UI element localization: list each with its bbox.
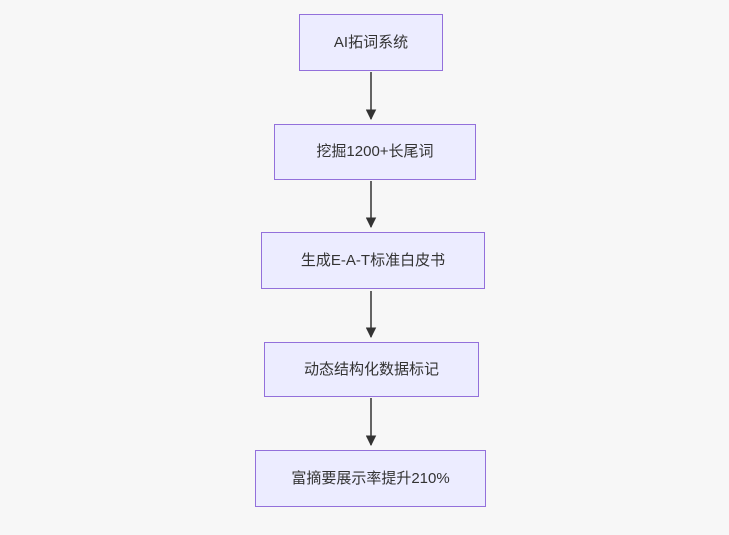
flow-node-label: 富摘要展示率提升210%: [291, 469, 450, 487]
flow-node-eat-whitepaper: 生成E-A-T标准白皮书: [261, 232, 485, 289]
flow-node-longtail-mining: 挖掘1200+长尾词: [274, 124, 476, 180]
flow-node-label: 动态结构化数据标记: [303, 360, 439, 378]
flow-node-label: AI拓词系统: [333, 33, 409, 51]
flow-node-rich-snippet-result: 富摘要展示率提升210%: [255, 450, 486, 507]
flow-node-ai-keyword-system: AI拓词系统: [299, 14, 443, 71]
flow-node-label: 挖掘1200+长尾词: [316, 143, 434, 160]
flow-node-structured-data-markup: 动态结构化数据标记: [264, 342, 479, 397]
flow-node-label: 生成E-A-T标准白皮书: [300, 251, 446, 269]
